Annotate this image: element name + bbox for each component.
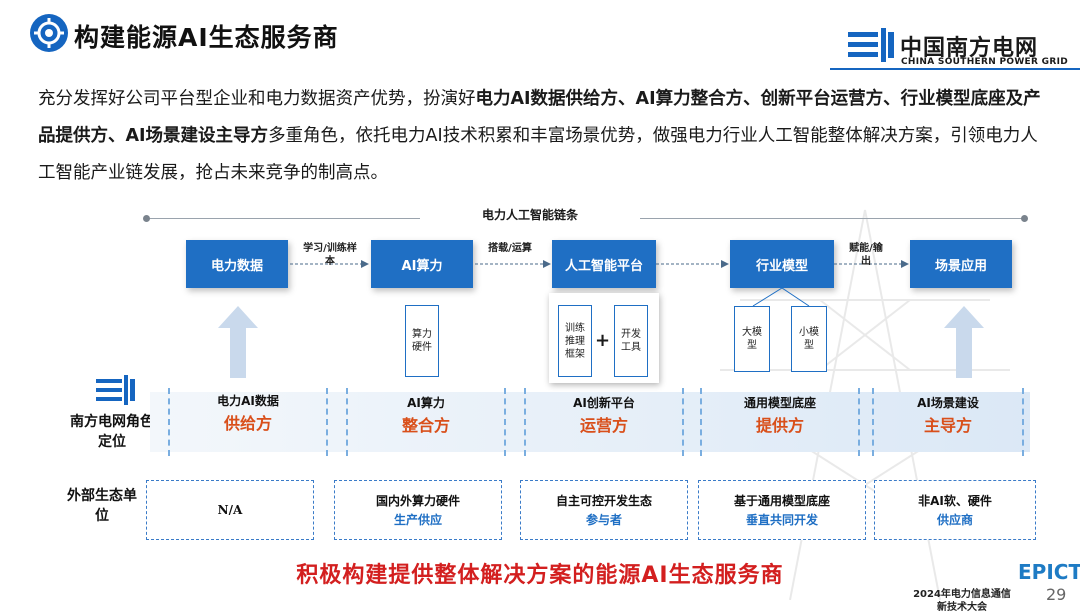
plus-sign: + xyxy=(595,330,611,351)
chain-end-dot xyxy=(1021,215,1028,222)
role-2-main: 整合方 xyxy=(401,416,450,435)
role-side-label: 南方电网角色定位 xyxy=(70,414,154,450)
external-5-b: 供应商 xyxy=(936,513,973,527)
external-3-a: 自主可控开发生态 xyxy=(555,494,652,508)
sub-training-framework: 训练推理框架 xyxy=(558,305,592,377)
sub-compute-hardware: 算力硬件 xyxy=(405,305,439,377)
footer-headline: 积极构建提供整体解决方案的能源AI生态服务商 xyxy=(296,563,784,588)
up-arrow-left xyxy=(218,306,258,378)
conference-name: 2024年电力信息通信新技术大会 xyxy=(913,589,1011,613)
sub-large-model: 大模型 xyxy=(734,306,770,372)
role-1-top: 电力AI数据 xyxy=(217,394,279,408)
csg-logo-icon xyxy=(848,28,894,62)
chain-title: 电力人工智能链条 xyxy=(420,206,640,223)
role-3-main: 运营方 xyxy=(579,416,628,435)
external-side-label: 外部生态单位 xyxy=(67,488,137,524)
role-3-top: AI创新平台 xyxy=(573,396,635,410)
sub-dev-tools-label: 开发工具 xyxy=(621,329,641,353)
role-item-3 xyxy=(524,388,684,456)
csg-role-logo-icon xyxy=(96,375,135,405)
role-item-2 xyxy=(346,388,506,456)
external-4-b: 垂直共同开发 xyxy=(745,513,818,527)
header-divider xyxy=(830,68,1080,70)
role-item-4 xyxy=(700,388,860,456)
logo-chinese-name: 中国南方电网 xyxy=(900,36,1039,61)
external-item-5: 非AI软、硬件 供应商 xyxy=(874,480,1036,540)
external-item-2: 国内外算力硬件 生产供应 xyxy=(334,480,502,540)
gear-icon xyxy=(30,14,68,52)
role-5-top: AI场景建设 xyxy=(917,396,979,410)
role-5-main: 主导方 xyxy=(923,416,972,435)
role-item-1 xyxy=(168,388,328,456)
external-2-a: 国内外算力硬件 xyxy=(375,494,460,508)
role-2-top: AI算力 xyxy=(407,396,445,410)
page-number: 29 xyxy=(1046,585,1067,604)
sub-small-model-label: 小模型 xyxy=(799,327,819,351)
node-industry-model: 行业模型 xyxy=(730,240,834,288)
role-4-main: 提供方 xyxy=(755,416,804,435)
role-4-top: 通用模型底座 xyxy=(743,396,816,410)
node-ai-platform: 人工智能平台 xyxy=(552,240,656,288)
sub-dev-tools: 开发工具 xyxy=(614,305,648,377)
node-ai-compute: AI算力 xyxy=(371,240,473,288)
external-3-b: 参与者 xyxy=(585,513,622,527)
epict-brand: EPICT xyxy=(1018,560,1080,584)
sub-training-framework-label: 训练推理框架 xyxy=(565,322,585,360)
intro-text-1: 充分发挥好公司平台型企业和电力数据资产优势，扮演好 xyxy=(38,89,476,109)
role-item-5 xyxy=(872,388,1024,456)
external-item-4: 基于通用模型底座 垂直共同开发 xyxy=(698,480,866,540)
intro-text-2: 多重角色，依托电力AI技术积累和丰富场景优势，做强电力行业人工智能整体解决方案，… xyxy=(38,126,1038,183)
external-item-3: 自主可控开发生态 参与者 xyxy=(520,480,688,540)
external-1-a: N/A xyxy=(217,503,243,517)
node-power-data: 电力数据 xyxy=(186,240,288,288)
role-band xyxy=(150,392,1030,452)
link-label-1: 学习/训练样本 xyxy=(303,243,357,267)
intro-paragraph: 充分发挥好公司平台型企业和电力数据资产优势，扮演好电力AI数据供给方、AI算力整… xyxy=(38,81,1048,192)
intro-bold-roles: 电力AI数据供给方、AI算力整合方、创新平台运营方、行业模型底座及产品提供方、A… xyxy=(38,89,1041,146)
chain-arrows xyxy=(290,260,909,268)
chain-start-dot xyxy=(143,215,150,222)
external-4-a: 基于通用模型底座 xyxy=(733,494,830,508)
page-title: 构建能源AI生态服务商 xyxy=(74,23,339,52)
sub-compute-hardware-label: 算力硬件 xyxy=(412,329,432,353)
link-label-2: 搭载/运算 xyxy=(488,243,532,254)
node-scenario-app: 场景应用 xyxy=(910,240,1012,288)
link-label-4: 赋能/输出 xyxy=(849,243,883,267)
sub-large-model-label: 大模型 xyxy=(742,327,762,351)
role-1-main: 供给方 xyxy=(223,414,272,433)
logo-english-name: CHINA SOUTHERN POWER GRID xyxy=(901,57,1068,67)
up-arrow-right xyxy=(944,306,984,378)
sub-small-model: 小模型 xyxy=(791,306,827,372)
external-item-1: N/A xyxy=(146,480,314,540)
model-branch-lines xyxy=(752,288,810,307)
external-2-b: 生产供应 xyxy=(393,513,442,527)
external-5-a: 非AI软、硬件 xyxy=(918,494,992,508)
